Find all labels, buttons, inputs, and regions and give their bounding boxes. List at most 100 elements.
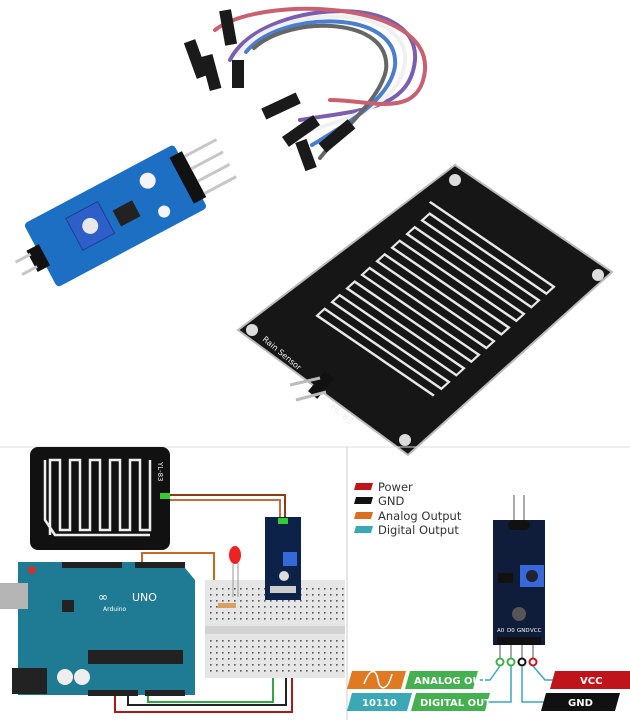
breadboard-hole [336,606,338,608]
breadboard-hole [270,600,272,602]
breadboard-hole [342,588,344,590]
breadboard-hole [306,600,308,602]
breadboard-hole [294,612,296,614]
breadboard-hole [324,618,326,620]
breadboard-hole [276,670,278,672]
breadboard-hole [324,646,326,648]
breadboard-hole [324,600,326,602]
breadboard-hole [270,664,272,666]
breadboard-hole [234,670,236,672]
breadboard-hole [246,658,248,660]
breadboard-hole [258,640,260,642]
breadboard-hole [312,612,314,614]
analog-out-label: ANALOG OUT [414,676,488,687]
breadboard-hole [318,606,320,608]
breadboard-hole [300,618,302,620]
breadboard-hole [306,612,308,614]
breadboard-hole [312,664,314,666]
breadboard-hole [342,612,344,614]
breadboard-hole [252,606,254,608]
breadboard-hole [312,618,314,620]
diagram-sensor-label: YL-83 [156,461,164,482]
breadboard-hole [282,652,284,654]
breadboard-hole [330,646,332,648]
breadboard-hole [288,670,290,672]
breadboard-hole [324,594,326,596]
breadboard-hole [216,612,218,614]
breadboard-hole [210,652,212,654]
breadboard-hole [312,652,314,654]
breadboard-hole [246,606,248,608]
breadboard-hole [270,612,272,614]
breadboard-hole [246,670,248,672]
breadboard-hole [210,640,212,642]
breadboard-hole [336,594,338,596]
breadboard-hole [240,652,242,654]
breadboard-hole [336,600,338,602]
pinout-module: A0 D0 GND VCC [478,495,558,703]
breadboard-hole [318,600,320,602]
breadboard-hole [264,588,266,590]
breadboard-hole [330,606,332,608]
breadboard-hole [222,594,224,596]
breadboard-hole [252,640,254,642]
breadboard-hole [240,600,242,602]
breadboard-hole [312,658,314,660]
breadboard-hole [258,594,260,596]
breadboard-hole [234,664,236,666]
breadboard-hole [336,588,338,590]
breadboard-hole [294,652,296,654]
breadboard-hole [312,670,314,672]
breadboard-hole [336,652,338,654]
digital-code-label: 10110 [362,698,397,709]
breadboard-hole [252,618,254,620]
breadboard-hole [330,640,332,642]
breadboard-hole [330,618,332,620]
breadboard-hole [228,652,230,654]
breadboard-hole [234,600,236,602]
breadboard-hole [330,652,332,654]
breadboard-hole [216,652,218,654]
legend-item-analog: Analog Output [354,509,462,523]
breadboard-hole [318,664,320,666]
breadboard-hole [228,588,230,590]
breadboard-hole [216,606,218,608]
breadboard-hole [264,612,266,614]
breadboard-hole [252,600,254,602]
breadboard-hole [246,664,248,666]
breadboard-hole [222,658,224,660]
pinout-badges: ANALOG OUT 10110 DIGITAL OUT VCC GND [347,670,630,711]
breadboard-hole [318,594,320,596]
breadboard-hole [288,658,290,660]
svg-text:Analog Output: Analog Output [378,509,462,523]
breadboard-hole [282,618,284,620]
breadboard-hole [234,588,236,590]
breadboard-hole [288,664,290,666]
breadboard-hole [318,640,320,642]
breadboard-hole [336,664,338,666]
breadboard-hole [228,658,230,660]
breadboard-hole [336,640,338,642]
legend-item-gnd: GND [354,494,405,508]
breadboard-hole [210,618,212,620]
vcc-label: VCC [580,676,602,687]
breadboard-hole [342,594,344,596]
breadboard-hole [240,664,242,666]
resistor [218,603,236,608]
breadboard-hole [228,600,230,602]
breadboard-hole [258,600,260,602]
breadboard-hole [306,670,308,672]
breadboard-hole [318,588,320,590]
breadboard-hole [264,618,266,620]
breadboard-hole [282,606,284,608]
breadboard-hole [246,594,248,596]
board-brand: Arduino [103,606,127,613]
pinout-legend: Power GND Analog Output Digital Output [354,480,462,537]
breadboard-hole [264,658,266,660]
breadboard-hole [342,600,344,602]
breadboard-hole [222,640,224,642]
arduino-uno-board: UNO Arduino ∞ [0,562,195,696]
breadboard-hole [264,646,266,648]
breadboard-hole [342,658,344,660]
